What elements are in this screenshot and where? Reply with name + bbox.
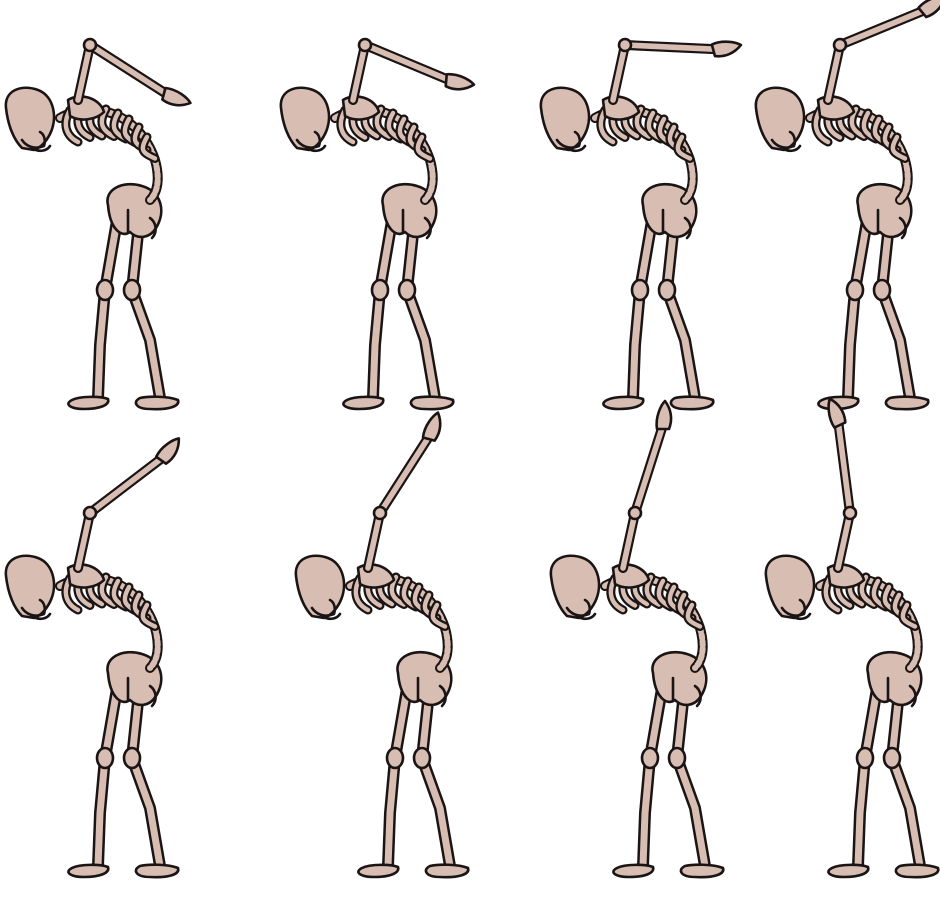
ribcage [351, 570, 450, 631]
raised-arm [73, 437, 181, 573]
hand [710, 40, 743, 58]
skeleton-frame-1 [4, 37, 192, 411]
ribcage [61, 102, 160, 163]
skeleton-frame-5 [4, 437, 181, 879]
hand [917, 0, 940, 19]
legs [342, 209, 455, 411]
skeleton-frame-6 [294, 411, 470, 879]
hand [161, 86, 192, 107]
forearm [360, 40, 476, 91]
forearm [85, 40, 192, 107]
forearm [375, 411, 442, 518]
forearm [827, 397, 855, 518]
hand [444, 72, 476, 91]
hand [154, 437, 181, 465]
skull [279, 86, 331, 153]
skull [294, 554, 346, 621]
raised-arm [608, 37, 743, 105]
raised-arm [73, 37, 192, 107]
raised-arm [823, 0, 940, 105]
skeleton-frame-7 [549, 399, 725, 879]
ribcage [606, 570, 705, 631]
skull [4, 86, 56, 153]
ribcage [821, 570, 920, 631]
forearm [835, 0, 940, 51]
raised-arm [363, 411, 442, 573]
raised-arm [618, 399, 673, 573]
skull [754, 86, 806, 153]
hand [827, 397, 847, 429]
skull [539, 86, 591, 153]
raised-arm [827, 397, 858, 573]
hand [421, 411, 442, 442]
legs [67, 677, 180, 879]
skull [764, 554, 816, 621]
legs [817, 209, 930, 411]
skeleton-frame-8 [764, 397, 940, 879]
forearm [630, 399, 673, 518]
skeleton-frame-2 [279, 37, 476, 411]
skeleton-frame-3 [539, 37, 743, 411]
skull [549, 554, 601, 621]
skeleton-frame-4 [754, 0, 940, 411]
forearm [85, 437, 181, 518]
hand [655, 399, 673, 431]
forearm [620, 40, 743, 58]
legs [612, 677, 725, 879]
legs [827, 677, 940, 879]
legs [67, 209, 180, 411]
skull [4, 554, 56, 621]
legs [602, 209, 715, 411]
raised-arm [348, 37, 476, 105]
legs [357, 677, 470, 879]
